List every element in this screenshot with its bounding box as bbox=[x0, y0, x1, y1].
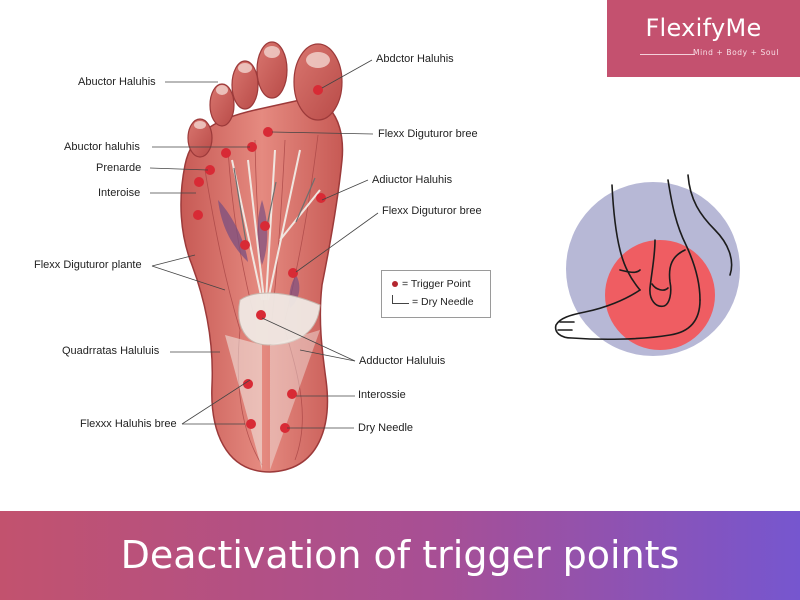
legend-trigger-point-label: = Trigger Point bbox=[402, 278, 471, 290]
brand-tagline: Mind + Body + Soul bbox=[693, 48, 780, 57]
label-quadrratas-haluluis: Quadrratas Haluluis bbox=[62, 345, 160, 357]
label-prenarde: Prenarde bbox=[96, 162, 142, 174]
dry-needle-icon bbox=[392, 294, 409, 304]
legend-trigger-point: = Trigger Point bbox=[392, 278, 471, 290]
brand-logo-badge: FlexifyMe Mind + Body + Soul bbox=[607, 0, 800, 77]
label-flexxx-haluhis-bree: Flexxx Haluhis bree bbox=[80, 418, 177, 430]
legend-dry-needle-label: = Dry Needle bbox=[412, 296, 474, 308]
toes bbox=[187, 41, 343, 158]
foot-with-hand-icon bbox=[554, 174, 733, 341]
inner-circle bbox=[605, 240, 715, 350]
tendons bbox=[231, 149, 321, 301]
label-interossie: Interossie bbox=[358, 389, 406, 401]
label-abuctor-haluhis-2: Abuctor haluhis bbox=[64, 141, 140, 153]
fifth-toe bbox=[187, 118, 213, 158]
trigger-points bbox=[193, 85, 326, 433]
label-adiuctor-haluhis: Adiuctor Haluhis bbox=[372, 174, 453, 186]
title-banner: Deactivation of trigger points bbox=[0, 511, 800, 600]
label-abuctor-haluhis-1: Abuctor Haluhis bbox=[78, 76, 156, 88]
plantar-fascia bbox=[238, 292, 321, 346]
big-toe bbox=[293, 43, 343, 121]
label-flexx-diguturor-bree-2: Flexx Diguturor bree bbox=[382, 205, 482, 217]
label-dry-needle: Dry Needle bbox=[358, 422, 414, 434]
label-abdctor-haluhis: Abdctor Haluhis bbox=[376, 53, 454, 65]
label-interoise: Interoise bbox=[98, 187, 141, 199]
brand-divider bbox=[640, 54, 695, 55]
fourth-toe bbox=[209, 83, 235, 127]
legend-dry-needle: = Dry Needle bbox=[392, 294, 474, 308]
brand-name: FlexifyMe bbox=[645, 14, 762, 42]
label-flexx-diguturor-bree-1: Flexx Diguturor bree bbox=[378, 128, 478, 140]
banner-title: Deactivation of trigger points bbox=[120, 533, 680, 577]
label-adductor-haluluis: Adductor Haluluis bbox=[359, 355, 446, 367]
legend: = Trigger Point = Dry Needle bbox=[381, 270, 491, 318]
label-flexx-diguturor-plante: Flexx Diguturor plante bbox=[34, 259, 142, 271]
second-toe bbox=[256, 41, 288, 99]
third-toe bbox=[231, 60, 259, 110]
trigger-point-icon bbox=[392, 281, 398, 288]
dry-needles bbox=[233, 167, 316, 243]
label-leader-lines bbox=[149, 59, 379, 429]
